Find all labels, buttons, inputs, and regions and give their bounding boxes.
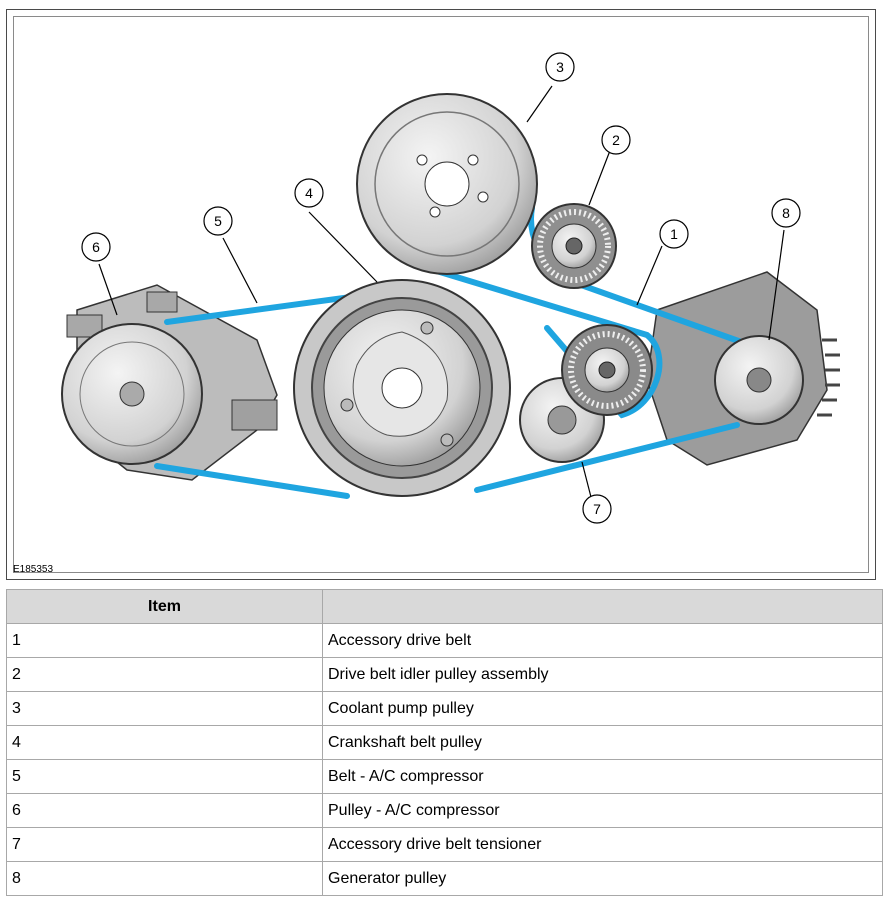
- idler-pulley: [531, 203, 617, 289]
- callout-4-label: 4: [305, 185, 313, 201]
- item-description: Accessory drive belt tensioner: [322, 827, 883, 862]
- item-description: Generator pulley: [322, 861, 883, 896]
- callout-5: 5: [203, 206, 233, 236]
- coolant-pump-pulley: [356, 93, 538, 275]
- belts: [154, 205, 750, 499]
- callout-7-label: 7: [593, 501, 601, 517]
- item-description: Pulley - A/C compressor: [322, 793, 883, 828]
- figure-frame: [13, 16, 869, 573]
- callout-6: 6: [81, 232, 111, 262]
- item-column-header: Item: [6, 589, 323, 624]
- callout-2-label: 2: [612, 132, 620, 148]
- item-description: Accessory drive belt: [322, 623, 883, 658]
- belt-diagram-figure: 1 2 3 4 5 6 7 8 E185353: [6, 9, 876, 580]
- belt-routing-diagram: 1 2 3 4 5 6 7 8: [61, 52, 840, 524]
- callout-5-label: 5: [214, 213, 222, 229]
- item-number: 5: [6, 759, 323, 794]
- item-number: 7: [6, 827, 323, 862]
- callout-8-label: 8: [782, 205, 790, 221]
- item-description: Coolant pump pulley: [322, 691, 883, 726]
- callout-6-label: 6: [92, 239, 100, 255]
- item-number: 4: [6, 725, 323, 760]
- callout-1-label: 1: [670, 226, 678, 242]
- item-number: 3: [6, 691, 323, 726]
- callout-2: 2: [601, 125, 631, 155]
- leader-lines: [98, 85, 785, 502]
- table-header-row: Item: [6, 589, 883, 624]
- callout-7: 7: [582, 494, 612, 524]
- tensioner-wheel: [561, 324, 653, 416]
- item-description: Crankshaft belt pulley: [322, 725, 883, 760]
- item-description: Drive belt idler pulley assembly: [322, 657, 883, 692]
- callout-3-label: 3: [556, 59, 564, 75]
- item-number: 1: [6, 623, 323, 658]
- callout-4: 4: [294, 178, 324, 208]
- item-number: 6: [6, 793, 323, 828]
- ac-compressor-pulley: [61, 323, 203, 465]
- item-description: Belt - A/C compressor: [322, 759, 883, 794]
- callout-3: 3: [545, 52, 575, 82]
- figure-id-label: E185353: [13, 564, 54, 575]
- crankshaft-pulley: [293, 279, 511, 497]
- callouts: 1 2 3 4 5 6 7 8: [81, 52, 801, 524]
- item-number: 2: [6, 657, 323, 692]
- generator-pulley: [714, 335, 804, 425]
- item-number: 8: [6, 861, 323, 896]
- description-column-header: [322, 589, 883, 624]
- callout-1: 1: [659, 219, 689, 249]
- callout-8: 8: [771, 198, 801, 228]
